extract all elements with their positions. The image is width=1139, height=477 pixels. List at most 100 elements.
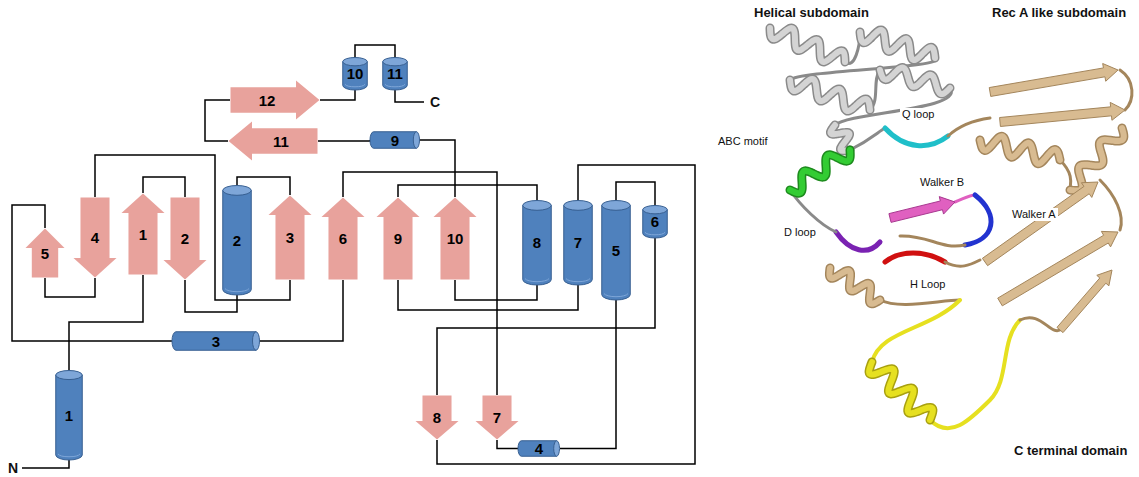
strand-arrow: 6 [321,197,365,280]
strand-shape [269,196,312,280]
ribbon-helix-edge [980,136,1060,164]
ribbon-helix-edge [829,268,880,304]
cylinder-rim [645,232,665,234]
strand-arrow: 11 [228,121,318,161]
ribbon-strand [889,197,955,223]
ribbon-helix-edge [1070,128,1124,191]
ribbon-helix [980,136,1060,164]
cylinder-body [343,62,368,90]
element-number: 7 [574,235,582,250]
element-number: 11 [273,134,289,149]
ribbon-loop [930,320,1020,428]
ribbon-helix-edge [770,28,845,62]
strand-shape [377,198,420,280]
ribbon-helix [770,28,845,62]
cylinder-rim [58,454,80,457]
loop-connector [343,172,497,395]
strand-arrow: 1 [121,193,165,275]
cylinder-body [518,441,557,457]
ribbon-loop [948,118,990,136]
loop-connector [205,100,230,141]
ribbon-helix-edge [880,68,950,94]
loop-connector [320,90,355,100]
cylinder-rim [225,289,249,292]
motif-label: H Loop [908,278,947,291]
cylinder-cap [602,201,631,211]
ribbon-loop [850,128,885,150]
cylinder-body [383,62,408,90]
motif-label: Walker A [1010,208,1058,221]
helix-cylinder: 4 [518,440,560,457]
helix-cylinder: 3 [172,331,260,351]
loop-connector [560,300,616,449]
cylinder-body [523,205,552,285]
loop-connector [45,278,95,297]
element-number: 8 [533,235,541,250]
ribbon-loop [900,236,965,246]
strand-shape [434,198,477,280]
strand-shape [416,396,459,440]
cylinder-cap [56,371,83,380]
strand-arrow: 4 [73,197,117,278]
cylinder-body [56,375,83,460]
strand-shape [322,198,365,280]
ribbon-loop [836,232,880,250]
element-number: 2 [233,233,241,248]
cylinder-cap [554,441,560,457]
ribbon-loop [880,300,960,304]
motif-label: Walker B [918,176,966,189]
ribbon-loop [872,300,960,362]
element-number: 5 [41,246,49,261]
domain-title: C terminal domain [1012,444,1129,459]
cylinder-body [223,190,252,295]
cylinder-cap [253,332,260,351]
cylinder-cap [564,201,593,211]
cylinder-rim [566,279,590,282]
element-number: 9 [391,133,399,148]
ribbon-helix-edge [790,79,870,111]
ribbon-helix-edge [860,30,935,60]
strand-arrow: 5 [25,228,65,278]
strand-shape [74,198,117,278]
cylinder-cap [413,132,419,149]
c-terminus-line [395,90,424,102]
element-number: 7 [493,410,501,425]
cylinder-cap [383,58,408,66]
ribbon-helix-edge [869,362,933,420]
loop-connector [497,440,518,449]
element-number: 10 [347,66,364,81]
motif-label: ABC motif [716,135,770,148]
loop-connector [355,45,395,57]
n-terminus-line [22,460,69,468]
ribbon-loop [1020,318,1060,331]
element-number: 10 [447,231,464,246]
strand-shape [122,194,165,275]
element-number: 6 [339,231,347,246]
strand-arrow: 2 [163,197,207,280]
subdomain-title: Helical subdomain [752,6,871,21]
helix-cylinder: 1 [55,370,83,460]
element-number: 1 [139,227,147,242]
cylinder-body [172,332,256,351]
element-number: 4 [91,230,99,245]
element-number: 1 [65,408,73,423]
helix-cylinder: 8 [522,200,552,285]
ribbon-loop [1120,70,1132,110]
strand-shape [229,122,318,161]
cylinder-body [564,205,593,285]
element-number: 3 [286,230,294,245]
ribbon-loop [1100,180,1121,230]
element-number: 9 [394,231,402,246]
cylinder-rim [525,279,549,282]
strand-arrow: 12 [230,80,320,120]
ribbon-helix-edge [790,150,850,193]
ribbon-strand [1057,270,1112,333]
loop-connector [398,280,578,310]
cylinder-rim [385,84,405,86]
ribbon-loop [1060,160,1071,190]
ribbon-strand [998,231,1118,305]
loop-connector [95,155,290,300]
cylinder-body [370,132,416,149]
ribbon-loop [885,253,945,262]
loop-connector [318,140,370,141]
